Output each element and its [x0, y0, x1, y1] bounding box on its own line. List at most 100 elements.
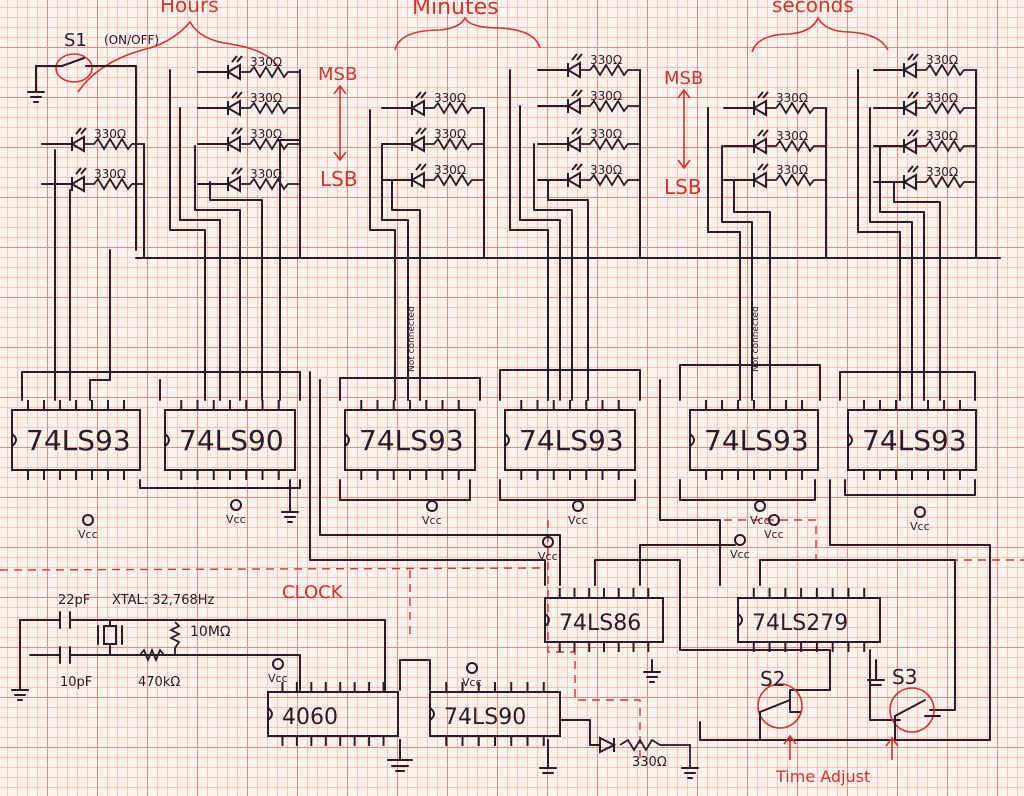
s2-label: S2 [760, 667, 785, 691]
tick-resistor-icon [619, 738, 691, 768]
led-icon [381, 91, 427, 117]
msb-lsb-arrow-1 [333, 84, 347, 162]
led-icon [723, 163, 769, 189]
led-display-columns: 330Ω 330Ω 330Ω 330Ω 330Ω 330Ω 330Ω 330Ω 330Ω 330Ω… [41, 53, 977, 259]
resistor-label: 330Ω [926, 53, 958, 67]
resistor-icon [916, 63, 977, 86]
svg-text:Vcc: Vcc [268, 672, 288, 685]
svg-text:Vcc: Vcc [538, 550, 558, 563]
resistor-icon [580, 99, 641, 122]
s3-switch[interactable] [894, 699, 941, 741]
resistor-icon [916, 175, 977, 198]
svg-text:Vcc: Vcc [422, 514, 442, 527]
xor-latch-wires [594, 544, 956, 711]
hours-brace [77, 20, 281, 93]
xtal-label: XTAL: 32,768Hz [112, 593, 215, 608]
label-hours: Hours [160, 0, 219, 17]
resistor-label: 330Ω [776, 163, 808, 177]
s1-note: (ON/OFF) [104, 33, 159, 47]
led-icon [537, 127, 583, 153]
crystal-icon [103, 625, 117, 645]
resistor-icon [580, 63, 641, 86]
resistor-label: 330Ω [250, 167, 282, 181]
led-icon [537, 89, 583, 115]
resistor-label: 330Ω [434, 163, 466, 177]
chip-label-latch: 74LS279 [752, 611, 848, 636]
minutes-tens-wires [369, 109, 421, 401]
resistor-label: 330Ω [250, 127, 282, 141]
s2-switch[interactable] [759, 699, 801, 741]
resistor-label: 330Ω [776, 129, 808, 143]
res2-label: 470kΩ [138, 675, 180, 690]
led-icon [197, 127, 243, 153]
resistor-icon [240, 137, 301, 160]
chip-hours-a: 74LS93 [11, 400, 141, 480]
svg-text:Vcc: Vcc [568, 514, 588, 527]
res1-icon [168, 621, 182, 655]
minutes-units-wires [509, 69, 589, 401]
vcc-terminal: Vcc [78, 514, 98, 541]
minutes-brace [394, 16, 541, 51]
tick-led-icon [599, 736, 617, 754]
clock-divider-h [0, 567, 541, 571]
resistor-label: 330Ω [590, 127, 622, 141]
cap2-label: 10pF [60, 675, 92, 690]
clock-ground-icon [11, 679, 29, 701]
vcc-terminal: Vcc [462, 662, 482, 689]
led-icon [197, 91, 243, 117]
vcc-terminal: Vcc [750, 500, 770, 527]
msb-label-1: MSB [318, 64, 357, 85]
time-adjust-arrows [783, 734, 899, 760]
resistor-icon [766, 101, 827, 124]
tick-res-label: 330Ω [632, 755, 667, 770]
svg-text:Vcc: Vcc [462, 676, 482, 689]
resistor-icon [240, 65, 301, 88]
led-icon [197, 55, 243, 81]
resistor-icon [424, 101, 485, 124]
resistor-label: 330Ω [434, 91, 466, 105]
chip-label-seconds-b: 74LS93 [862, 424, 967, 457]
svg-text:Vcc: Vcc [764, 528, 784, 541]
chip-label-osc: 4060 [282, 705, 338, 730]
led-icon [41, 127, 87, 153]
not-connected-note-2: Not connected [751, 306, 761, 372]
vcc-terminal: Vcc [910, 506, 930, 533]
svg-text:Vcc: Vcc [910, 520, 930, 533]
svg-text:Vcc: Vcc [78, 528, 98, 541]
resistor-icon [84, 137, 145, 160]
resistor-icon [424, 173, 485, 196]
chip-seconds-b: 74LS93 [847, 400, 977, 480]
seconds-brace [751, 16, 889, 53]
lsb-label-2: LSB [664, 175, 702, 199]
chip-ground-icons [281, 479, 557, 774]
svg-text:Vcc: Vcc [750, 514, 770, 527]
div-out-wire [559, 719, 601, 746]
resistor-icon [240, 101, 301, 124]
hours-cascade-wires [21, 371, 301, 489]
resistor-icon [240, 177, 301, 200]
time-adjust-label: Time Adjust [775, 767, 870, 786]
vcc-terminal: Vcc [538, 536, 558, 563]
res2-icon [139, 647, 180, 663]
adjust-divider [547, 520, 641, 760]
led-icon [537, 163, 583, 189]
resistor-icon [916, 139, 977, 162]
chip-label-hours-b: 74LS90 [179, 424, 284, 457]
s3-circle [889, 687, 935, 733]
resistor-label: 330Ω [590, 89, 622, 103]
chip-minutes-a: 74LS93 [344, 400, 476, 480]
vcc-terminal: Vcc [226, 499, 246, 526]
led-icon [197, 167, 243, 193]
resistor-label: 330Ω [926, 165, 958, 179]
chip-div: 74LS90 [429, 682, 561, 746]
label-clock: CLOCK [282, 582, 344, 603]
vcc-terminal: Vcc [268, 658, 288, 685]
s1-switch[interactable] [35, 57, 137, 251]
resistor-label: 330Ω [926, 91, 958, 105]
resistor-icon [916, 101, 977, 124]
led-icon [873, 53, 919, 79]
